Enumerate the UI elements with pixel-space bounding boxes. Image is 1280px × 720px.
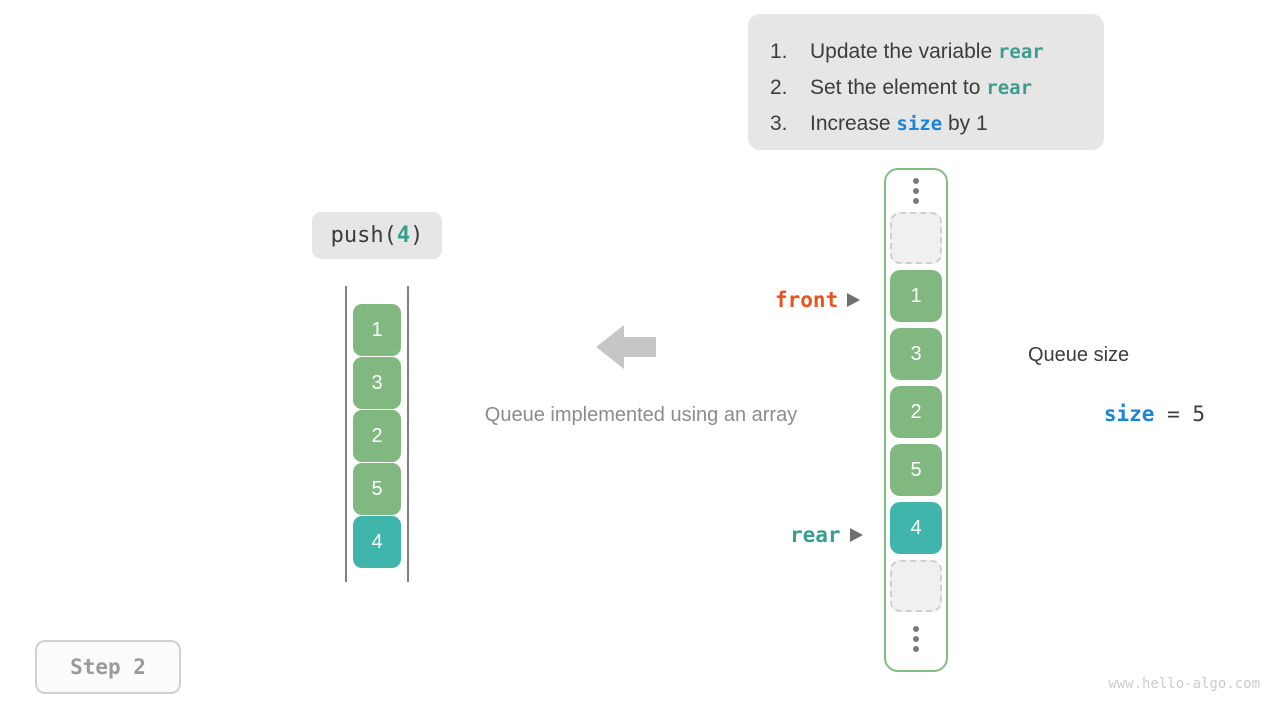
- queue-cell-highlighted: 4: [353, 516, 401, 568]
- size-readout: Queue size size = 5: [1028, 344, 1205, 450]
- physical-array-container: 1 3 2 5 4: [884, 168, 948, 672]
- queue-cell: 5: [353, 463, 401, 515]
- array-slot: 2: [890, 386, 942, 438]
- size-readout-title: Queue size: [1028, 344, 1130, 366]
- pointer-arrowhead-icon: [849, 528, 863, 542]
- pointer-front-label: front: [775, 288, 839, 312]
- size-equals: =: [1154, 402, 1193, 426]
- operation-close-paren: ): [410, 223, 424, 248]
- step-badge: Step 2: [35, 640, 181, 694]
- instruction-number: 3.: [770, 112, 788, 135]
- diagram-caption: Queue implemented using an array: [484, 404, 798, 426]
- pointer-front: front: [775, 288, 861, 312]
- instruction-text: Increase: [810, 112, 897, 135]
- array-slot-empty: [890, 560, 942, 612]
- size-value: 5: [1192, 402, 1206, 426]
- arrow-left-icon: [596, 322, 656, 372]
- vertical-ellipsis-icon-bottom: [913, 618, 919, 660]
- operation-label: push(4): [312, 212, 442, 259]
- instruction-text: Set the element to: [810, 76, 987, 99]
- array-slot-highlighted: 4: [890, 502, 942, 554]
- pointer-rear: rear: [790, 523, 863, 547]
- size-readout-expression: size = 5: [1028, 378, 1205, 450]
- array-bracket-left: [345, 286, 347, 582]
- array-bracket-right: [407, 286, 409, 582]
- pointer-rear-label: rear: [790, 523, 841, 547]
- instruction-step-2: 2. Set the element to rear: [770, 70, 1086, 106]
- operation-argument: 4: [396, 223, 411, 248]
- queue-cell: 3: [353, 357, 401, 409]
- array-slot-empty: [890, 212, 942, 264]
- instruction-number: 1.: [770, 40, 788, 63]
- logical-queue-array: 1 3 2 5 4: [345, 286, 409, 582]
- array-slot: 3: [890, 328, 942, 380]
- instruction-keyword-rear: rear: [986, 77, 1033, 99]
- logical-queue-cells: 1 3 2 5 4: [353, 304, 401, 568]
- instruction-step-3: 3. Increase size by 1: [770, 106, 1086, 142]
- instruction-text: Update the variable: [810, 40, 998, 63]
- size-variable-name: size: [1103, 402, 1155, 426]
- instruction-number: 2.: [770, 76, 788, 99]
- queue-cell: 2: [353, 410, 401, 462]
- operation-name: push(: [330, 223, 397, 248]
- vertical-ellipsis-icon-top: [913, 170, 919, 212]
- pointer-arrowhead-icon: [847, 293, 861, 307]
- queue-cell: 1: [353, 304, 401, 356]
- array-slot: 5: [890, 444, 942, 496]
- array-slot: 1: [890, 270, 942, 322]
- instruction-card: 1. Update the variable rear 2. Set the e…: [748, 14, 1104, 150]
- instruction-step-1: 1. Update the variable rear: [770, 34, 1086, 70]
- instruction-keyword-size: size: [896, 113, 943, 135]
- watermark: www.hello-algo.com: [1108, 676, 1260, 692]
- instruction-text-tail: by 1: [942, 112, 988, 135]
- instruction-keyword-rear: rear: [997, 41, 1044, 63]
